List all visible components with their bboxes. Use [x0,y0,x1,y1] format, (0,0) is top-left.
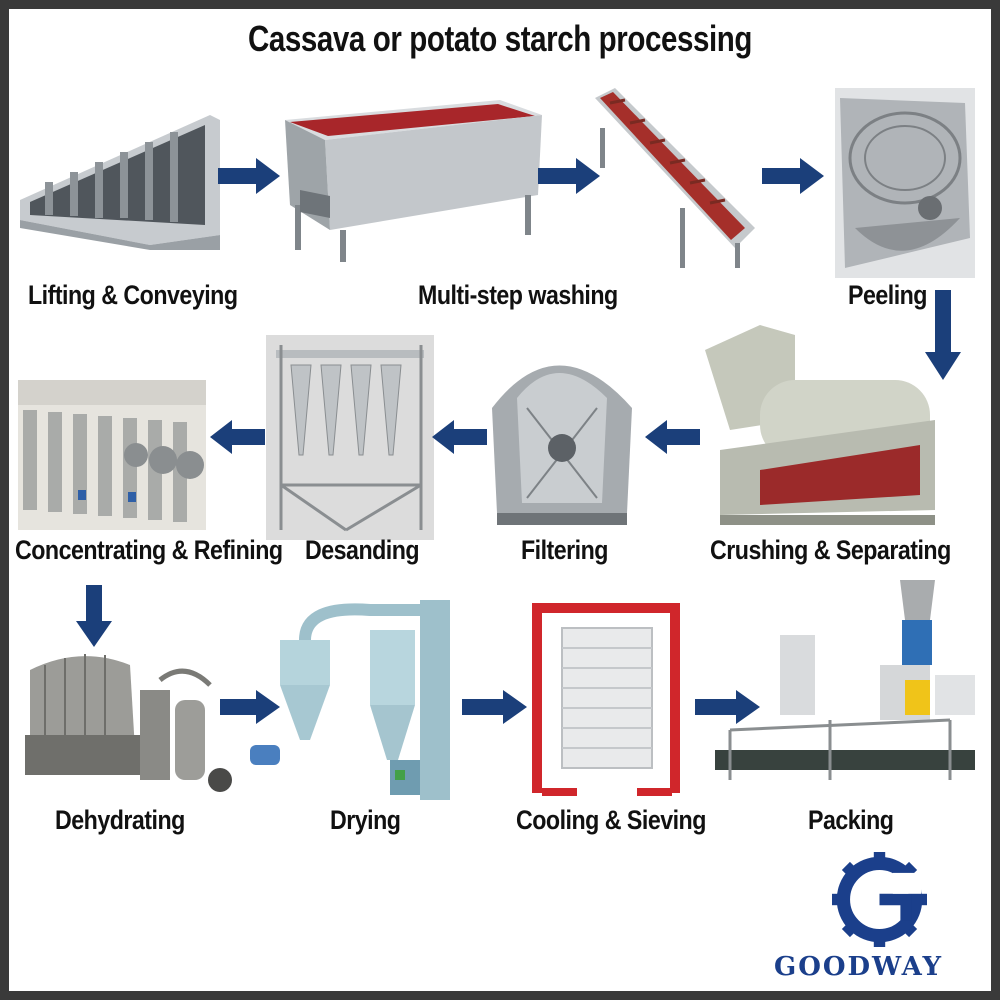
flash-dryer-illustration [250,600,450,800]
step-label-drying: Drying [330,805,401,835]
desanding-hydrocyclone-illustration [266,335,434,540]
filtering-sieve-illustration [492,365,632,525]
arrow-right-icon [220,690,280,724]
goodway-logo-text: GOODWAY [774,952,944,982]
washing-tank-illustration [285,100,542,262]
step-label-filtering: Filtering [521,535,608,565]
concentrating-refining-illustration [18,380,206,530]
arrow-left-icon [432,420,487,454]
arrow-right-icon [538,158,600,194]
step-label-multi-step-washing: Multi-step washing [418,280,618,310]
arrow-right-icon [462,690,527,724]
step-label-dehydrating: Dehydrating [55,805,185,835]
step-label-desanding: Desanding [305,535,420,565]
arrow-down-icon [925,290,961,380]
peeling-machine-illustration [835,88,975,278]
arrow-left-icon [645,420,700,454]
arrow-right-icon [762,158,824,194]
crushing-separating-illustration [705,325,935,525]
diagram-title: Cassava or potato starch processing [247,18,753,59]
arrow-right-icon [218,158,280,194]
step-label-packing: Packing [808,805,894,835]
cooling-sieving-illustration [532,603,680,796]
goodway-gear-logo-icon [832,852,927,947]
packing-machine-illustration [715,580,975,780]
arrow-left-icon [210,420,265,454]
arrow-down-icon [76,585,112,647]
lifting-conveyor-illustration [20,115,220,250]
step-label-cooling-sieving: Cooling & Sieving [516,805,706,835]
arrow-right-icon [695,690,760,724]
step-label-concentrating-refining: Concentrating & Refining [15,535,283,565]
step-label-peeling: Peeling [848,280,928,310]
step-label-lifting-conveying: Lifting & Conveying [28,280,238,310]
step-label-crushing-separating: Crushing & Separating [710,535,951,565]
vacuum-dehydrator-illustration [25,654,232,792]
screw-washer-illustration [595,88,755,268]
